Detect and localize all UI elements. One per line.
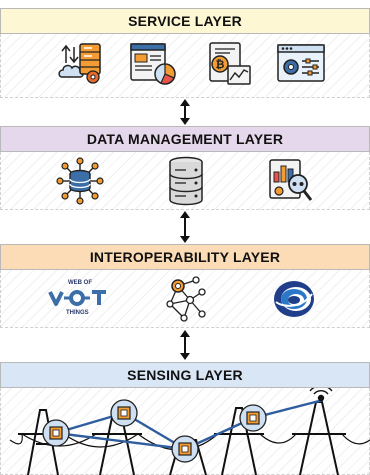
service-layer: SERVICE LAYER ₿ (0, 0, 370, 98)
data-management-layer-title: DATA MANAGEMENT LAYER (0, 126, 370, 152)
server-storage-icon (169, 156, 203, 206)
sensor-node-icon (42, 419, 70, 447)
sensor-network-illustration (9, 388, 370, 475)
analytics-dashboard-icon (130, 43, 176, 85)
svg-text:₿: ₿ (216, 59, 225, 71)
service-layer-title: SERVICE LAYER (0, 8, 370, 34)
swirl-logo-icon (274, 281, 314, 317)
wot-logo-bottom-text: THINGS (66, 310, 89, 316)
cloud-server-icon (58, 43, 101, 84)
sensing-layer-title: SENSING LAYER (0, 362, 370, 388)
interoperability-layer: INTEROPERABILITY LAYER WEB OF THINGS (0, 244, 370, 328)
bitcoin-document-icon: ₿ (209, 42, 251, 85)
database-network-icon (56, 157, 104, 205)
settings-browser-icon (277, 44, 325, 82)
sensing-layer: SENSING LAYER (0, 362, 370, 475)
network-graph-icon (166, 276, 206, 322)
data-analysis-icon (269, 159, 313, 201)
interoperability-layer-title: INTEROPERABILITY LAYER (0, 244, 370, 270)
bidirectional-arrow-icon (180, 99, 190, 125)
web-of-things-logo: WEB OF THINGS (46, 280, 112, 324)
wot-logo-mark-icon (48, 290, 106, 306)
sensor-node-icon (171, 435, 199, 463)
sensor-node-icon (110, 399, 138, 427)
wot-logo-top-text: WEB OF (68, 280, 92, 286)
sensor-node-icon (239, 404, 267, 432)
data-management-layer: DATA MANAGEMENT LAYER (0, 126, 370, 210)
antenna-icon (309, 388, 333, 402)
bidirectional-arrow-icon (180, 211, 190, 243)
bidirectional-arrow-icon (180, 330, 190, 360)
